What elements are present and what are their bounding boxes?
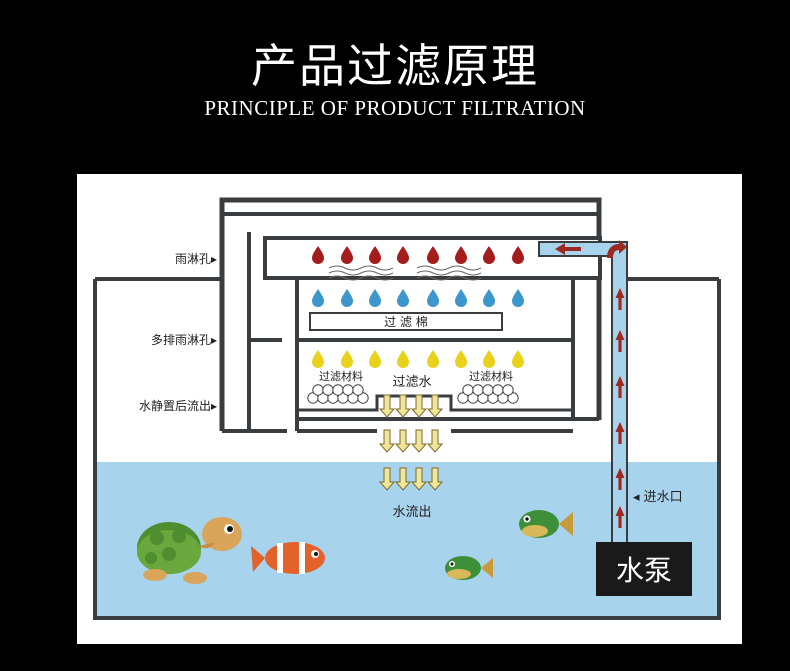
filter-cotton-label: 过 滤 棉 xyxy=(384,315,428,329)
filter-material-left-label: 过滤材料 xyxy=(319,369,363,383)
yellow-drops-row xyxy=(312,350,524,368)
water-inlet-label: ◂ 进水口 xyxy=(633,490,683,505)
filter-material-right-label: 过滤材料 xyxy=(469,369,513,383)
filter-cotton xyxy=(309,312,503,331)
red-drops-row xyxy=(312,246,524,281)
clownfish-illustration xyxy=(251,542,325,574)
green-fish-1-illustration xyxy=(445,556,493,580)
filter-box xyxy=(219,197,602,433)
filter-media-right xyxy=(457,384,519,404)
water-pump xyxy=(596,542,692,596)
settled-outflow-label: 水静置后流出▸ xyxy=(139,399,217,413)
inlet-flow-arrows xyxy=(555,240,627,528)
green-fish-2-illustration xyxy=(519,510,573,538)
blue-drops-row xyxy=(312,289,524,307)
filtration-diagram-panel: 过 滤 棉 过滤材料 过滤水 过滤材料 水流出 雨淋孔▸ 多排雨淋孔▸ 水静置后… xyxy=(77,174,742,644)
page-title: 产品过滤原理 xyxy=(251,39,539,93)
aquarium-tank xyxy=(93,279,721,620)
filter-media-left xyxy=(307,384,369,404)
rain-holes-label: 雨淋孔▸ xyxy=(175,252,217,266)
filtered-water-label: 过滤水 xyxy=(392,375,431,390)
water-pump-label: 水泵 xyxy=(616,554,672,587)
multi-rain-holes-label: 多排雨淋孔▸ xyxy=(151,333,217,347)
water-outflow-label: 水流出 xyxy=(392,505,431,520)
page-subtitle: PRINCIPLE OF PRODUCT FILTRATION xyxy=(204,96,586,120)
turtle-illustration xyxy=(137,517,242,584)
filtration-diagram: 过 滤 棉 过滤材料 过滤水 过滤材料 水流出 雨淋孔▸ 多排雨淋孔▸ 水静置后… xyxy=(93,197,721,620)
